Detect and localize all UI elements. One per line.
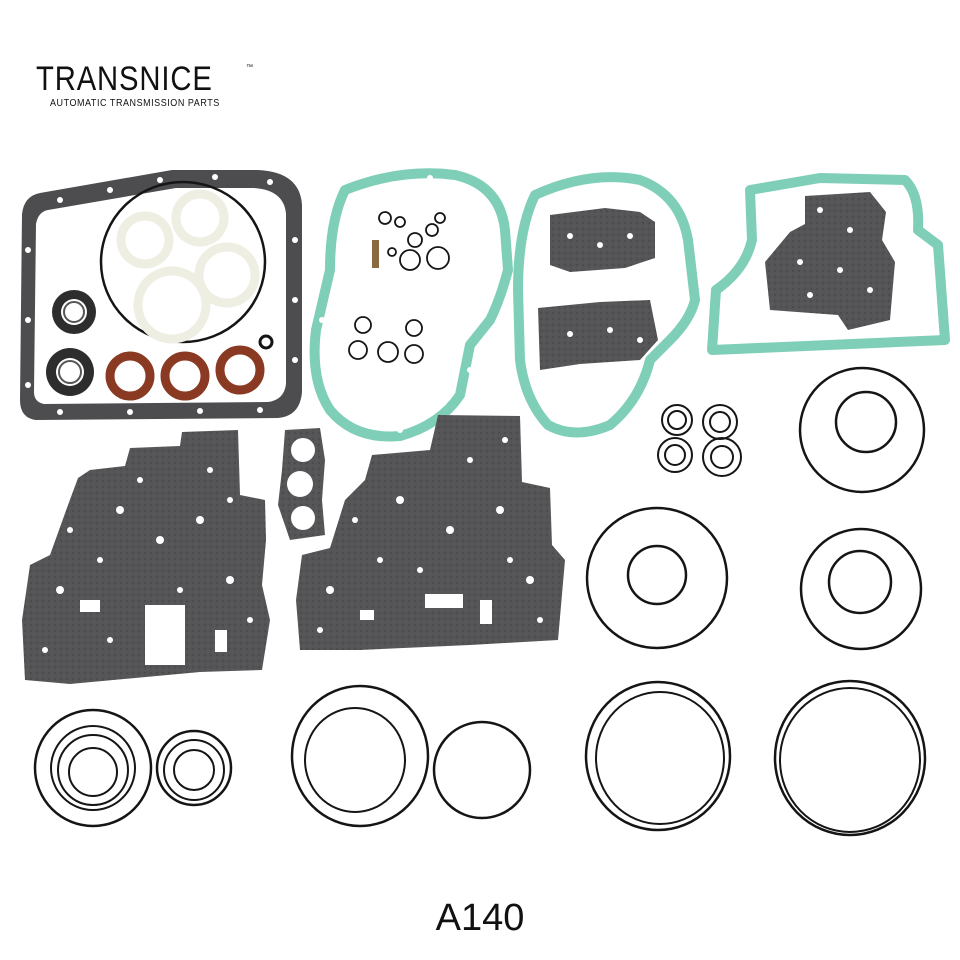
separator-plate-gasket-1 (22, 430, 270, 684)
separator-plate-gasket-2 (296, 415, 565, 650)
brand-name: TRANSNICE (36, 60, 213, 98)
large-orings (33, 366, 927, 837)
small-triple-gasket (278, 428, 325, 540)
model-label: A140 (435, 897, 525, 939)
teal-case-gasket-1 (309, 168, 513, 442)
brand-logo: TRANSNICE ™ AUTOMATIC TRANSMISSION PARTS (36, 60, 253, 109)
teal-case-gasket-2 (513, 172, 700, 438)
oil-pan-gasket (20, 170, 302, 420)
trademark-symbol: ™ (246, 64, 253, 71)
brand-tagline: AUTOMATIC TRANSMISSION PARTS (50, 98, 220, 109)
teal-valve-gasket (707, 173, 950, 355)
small-orings-cluster (657, 404, 742, 477)
